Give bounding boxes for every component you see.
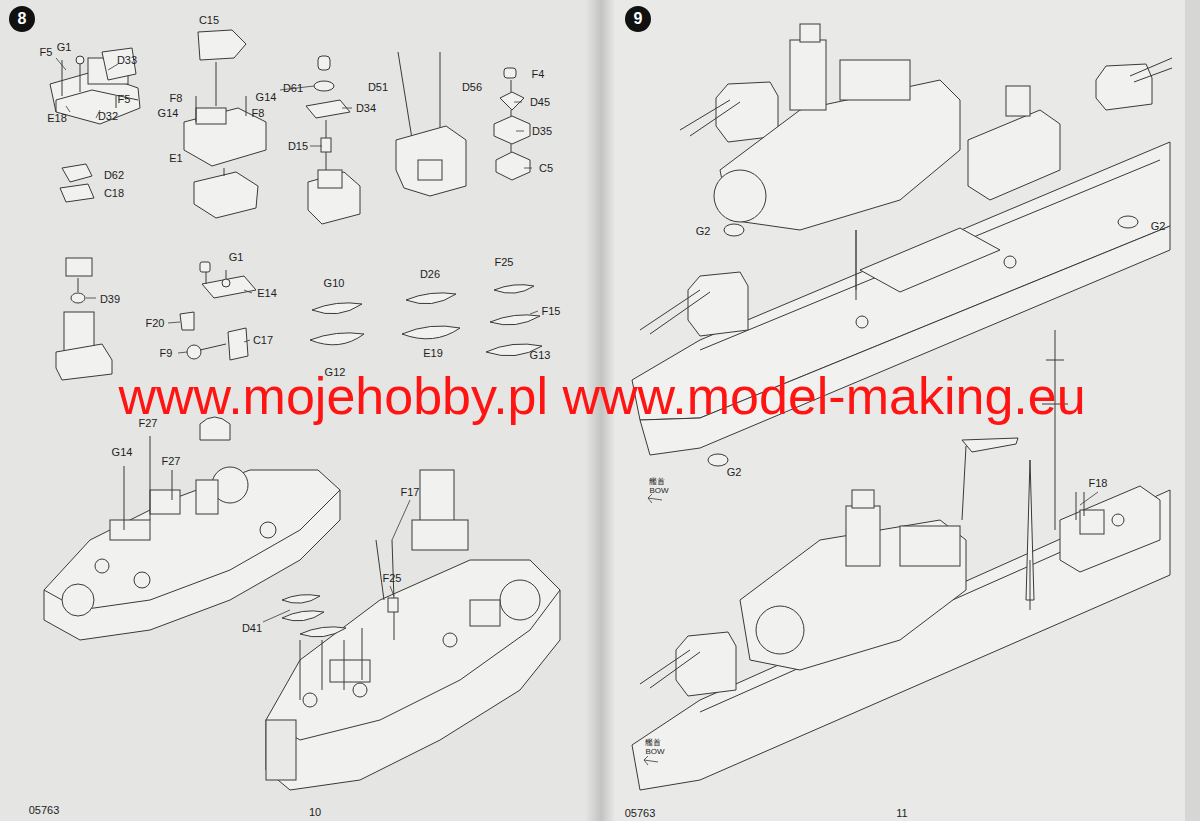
bow-marker: 艦首 xyxy=(645,739,661,747)
part-number: D62 xyxy=(104,170,124,181)
part-number: F8 xyxy=(170,93,183,104)
part-number: D61 xyxy=(283,83,303,94)
part-number: F18 xyxy=(1089,478,1108,489)
part-number: G14 xyxy=(256,92,277,103)
step-label: 9 xyxy=(634,11,643,27)
part-number: G1 xyxy=(57,42,72,53)
part-number: G1 xyxy=(229,252,244,263)
part-number: D56 xyxy=(462,82,482,93)
part-number: G13 xyxy=(530,350,551,361)
part-number: E18 xyxy=(47,113,67,124)
step-label: 8 xyxy=(18,11,27,27)
watermark: www.mojehobby.pl www.model-making.eu xyxy=(118,370,1085,422)
part-number: F9 xyxy=(160,348,173,359)
part-number: F17 xyxy=(401,487,420,498)
part-number: F15 xyxy=(542,306,561,317)
part-number: C15 xyxy=(199,15,219,26)
part-number: D32 xyxy=(98,111,118,122)
part-number: F5 xyxy=(118,94,131,105)
bow-marker: BOW xyxy=(649,487,668,495)
page-number: 11 xyxy=(896,808,907,819)
step-number: 8 xyxy=(9,6,35,32)
part-number: G10 xyxy=(324,278,345,289)
bow-marker: 艦首 xyxy=(649,478,665,486)
part-number: F5 xyxy=(40,47,53,58)
part-number: D35 xyxy=(532,126,552,137)
part-number: D33 xyxy=(117,55,137,66)
part-number: E1 xyxy=(169,153,182,164)
page-number: 10 xyxy=(309,807,321,818)
part-number: E14 xyxy=(257,288,277,299)
part-number: D51 xyxy=(368,82,388,93)
part-number: F27 xyxy=(162,456,181,467)
part-number: G14 xyxy=(112,447,133,458)
page-code: 05763 xyxy=(625,808,656,819)
step-number: 9 xyxy=(625,6,651,32)
part-number: D41 xyxy=(242,623,262,634)
part-number: C18 xyxy=(104,188,124,199)
part-number: C17 xyxy=(253,335,273,346)
part-number: D39 xyxy=(100,294,120,305)
part-number: F8 xyxy=(252,108,265,119)
part-number: C5 xyxy=(539,163,553,174)
part-number: G14 xyxy=(158,108,179,119)
part-number: G2 xyxy=(1151,221,1166,232)
part-number: F4 xyxy=(532,69,545,80)
part-number: F25 xyxy=(383,573,402,584)
part-number: G2 xyxy=(727,467,742,478)
part-number: G2 xyxy=(696,226,711,237)
part-number: D34 xyxy=(356,103,376,114)
page-code: 05763 xyxy=(29,805,60,816)
part-number: D15 xyxy=(288,141,308,152)
bow-marker: BOW xyxy=(645,748,664,756)
part-number: E19 xyxy=(423,348,443,359)
part-number: F20 xyxy=(146,318,165,329)
part-number: D45 xyxy=(530,97,550,108)
part-number: D26 xyxy=(420,269,440,280)
part-number: F25 xyxy=(495,257,514,268)
